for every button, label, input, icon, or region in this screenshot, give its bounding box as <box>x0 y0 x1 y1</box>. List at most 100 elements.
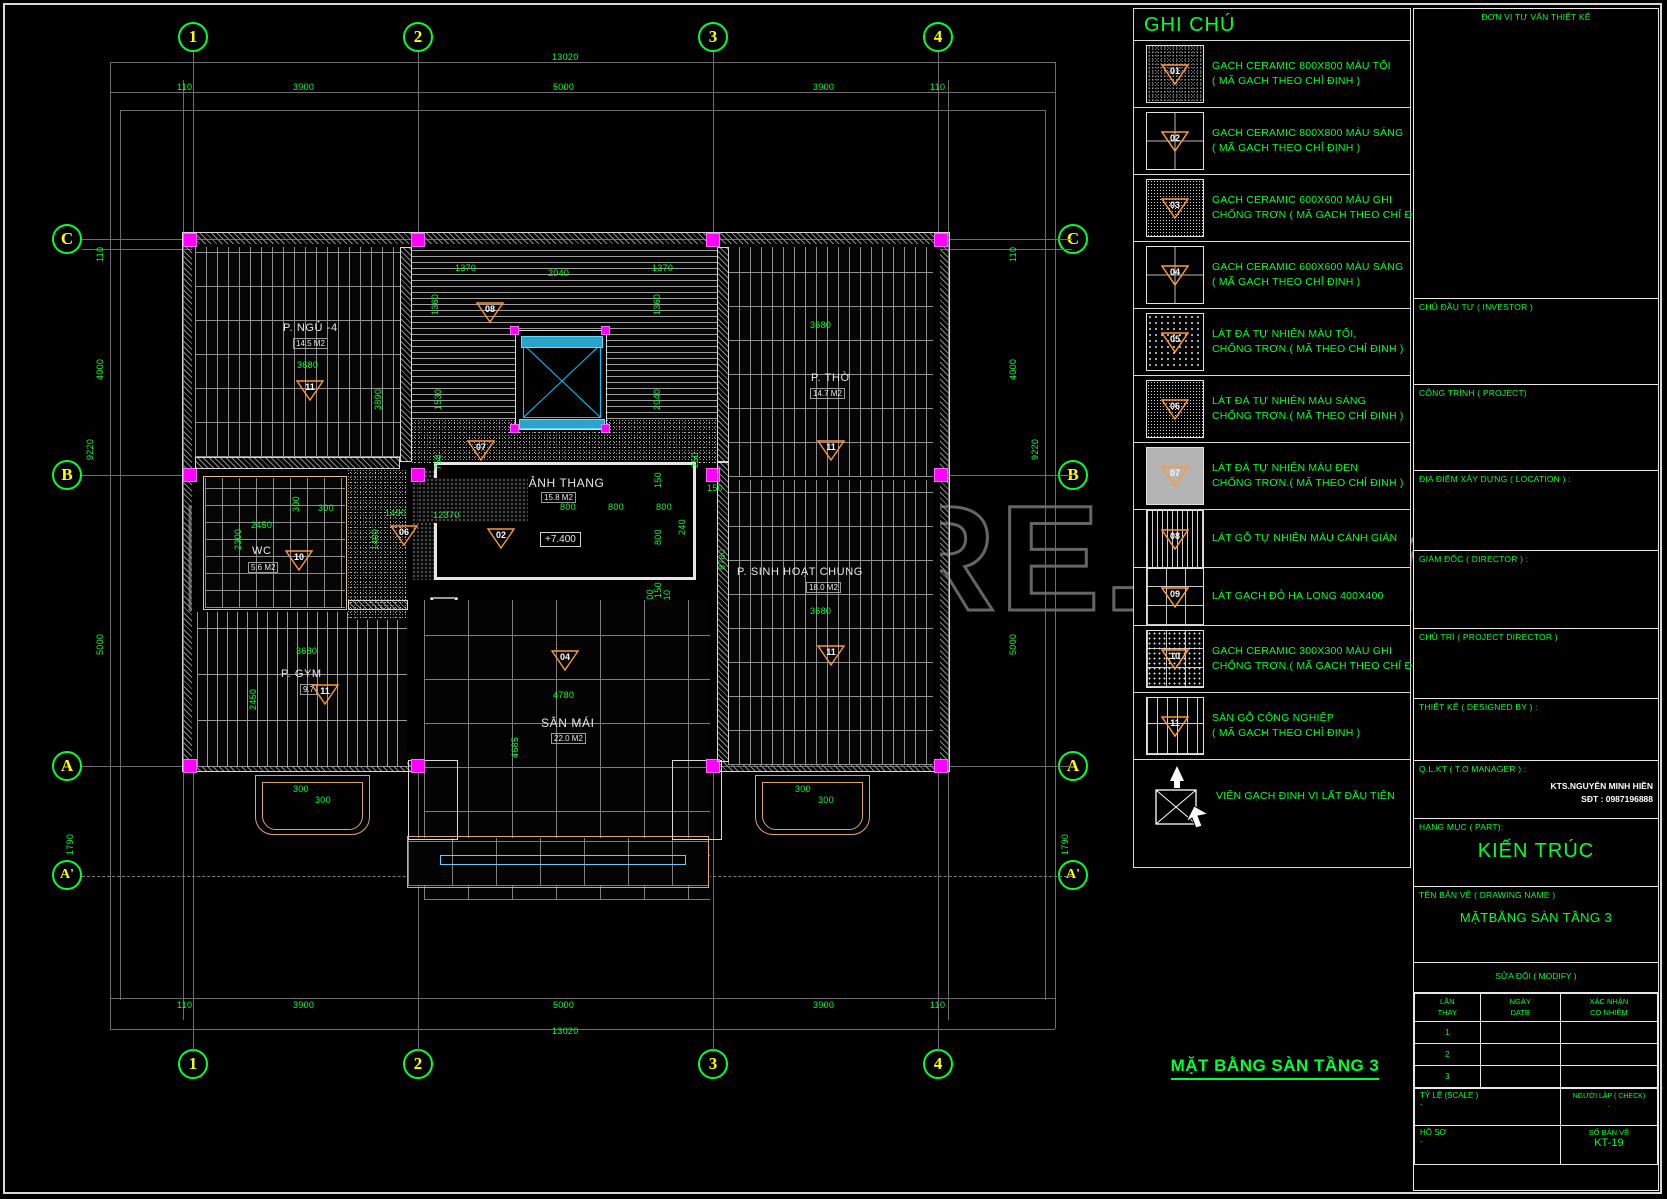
grid-bubble-top-1[interactable]: 1 <box>178 22 208 52</box>
legend-line: ( MÃ GẠCH THEO CHỈ ĐỊNH ) <box>1212 276 1361 288</box>
dim-tread-800e: 800 <box>656 502 672 512</box>
dim-bot-3900b: 3900 <box>813 1000 835 1010</box>
dim-right-4000: 4000 <box>1008 358 1018 380</box>
room-area-stair-lobby: 15.8 M2 <box>541 492 576 503</box>
room-label-altar: P. THỜ <box>811 372 851 384</box>
legend-footer-row: VIÊN GẠCH ĐỊNH VỊ LẤT ĐẦU TIÊN <box>1134 760 1410 830</box>
grid-bubble-left-C[interactable]: C <box>52 224 82 254</box>
dim-tread-150a: 150 <box>653 472 663 488</box>
grid-bubble-bottom-4[interactable]: 4 <box>923 1049 953 1079</box>
grid-bubble-left-Aprime[interactable]: A' <box>52 860 82 890</box>
tile-marker-07-corridor[interactable]: 07 <box>467 440 495 461</box>
dim-cor-2040b: 2040 <box>652 388 662 410</box>
dim-left-1790: 1790 <box>65 833 75 855</box>
tb-row-project-director: CHỦ TRÌ ( PROJECT DIRECTOR ) <box>1414 629 1658 699</box>
table-row[interactable]: 3 <box>1414 1064 1659 1088</box>
column-lift-bl <box>510 424 519 433</box>
grid-bubble-right-B[interactable]: B <box>1058 460 1088 490</box>
legend-line: LÁT ĐÁ TỰ NHIÊN MÀU ĐEN <box>1212 461 1359 474</box>
grid-bubble-top-4[interactable]: 4 <box>923 22 953 52</box>
tile-marker-06-left[interactable]: 06 <box>390 525 418 546</box>
floor-gym <box>197 612 407 767</box>
revision-confirm[interactable] <box>1559 1064 1659 1088</box>
room-area-altar: 14.7 M2 <box>810 388 845 399</box>
grid-bubble-left-B[interactable]: B <box>52 460 82 490</box>
dimline-bottom-inner <box>110 998 1055 999</box>
grid-bubble-top-2[interactable]: 2 <box>403 22 433 52</box>
wall-gym-top <box>348 600 408 610</box>
balcony-right <box>755 775 870 835</box>
revision-confirm[interactable] <box>1559 1042 1659 1066</box>
dim-cor-2040: 2040 <box>548 268 570 278</box>
tile-marker-10-wc[interactable]: 10 <box>285 550 313 571</box>
floor-altar-room <box>728 247 933 477</box>
dim-mid-240: 12370 <box>433 510 460 520</box>
column-A3 <box>706 759 720 773</box>
dim-balcony-right-300: 300 <box>818 795 834 805</box>
grid-bubble-top-3[interactable]: 3 <box>698 22 728 52</box>
tile-marker-11-living[interactable]: 11 <box>817 645 845 666</box>
revision-date[interactable] <box>1479 1042 1561 1066</box>
title-block: ĐƠN VỊ TƯ VẤN THIẾT KẾ CHỦ ĐẦU TƯ ( INVE… <box>1413 8 1659 1191</box>
column-C4 <box>934 233 948 247</box>
tile-marker-11-bedroom4[interactable]: 11 <box>296 380 324 401</box>
tb-row-part: HẠNG MỤC ( PART): KIẾN TRÚC <box>1414 819 1658 887</box>
lift-car <box>523 344 601 418</box>
legend-marker-03: 03 <box>1161 198 1189 219</box>
grid-bubble-bottom-2[interactable]: 2 <box>403 1049 433 1079</box>
dim-bot-110b: 110 <box>930 1000 946 1010</box>
dim-balcony-left-300b: 300 <box>293 784 309 794</box>
table-row[interactable]: 1 <box>1414 1020 1659 1044</box>
first-tile-symbol <box>1146 766 1210 829</box>
table-row[interactable]: 2 <box>1414 1042 1659 1066</box>
tile-marker-08-corridor[interactable]: 08 <box>476 302 504 323</box>
legend-marker-10: 10 <box>1161 649 1189 670</box>
dim-living-3680: 3680 <box>810 606 832 616</box>
tile-marker-02-lobby[interactable]: 02 <box>487 528 515 549</box>
tile-marker-11-altar[interactable]: 11 <box>817 440 845 461</box>
elevation-marker: +7.400 <box>540 532 581 547</box>
grid-bubble-left-A[interactable]: A <box>52 751 82 781</box>
revision-date[interactable] <box>1479 1064 1561 1088</box>
legend-text-11: SÀN GỖ CÔNG NGHIỆP( MÃ GẠCH THEO CHỈ ĐỊN… <box>1212 711 1360 741</box>
grid-bubble-bottom-3[interactable]: 3 <box>698 1049 728 1079</box>
grid-bubble-right-Aprime[interactable]: A' <box>1058 860 1088 890</box>
stair-bulkhead-right <box>672 760 722 840</box>
legend-marker-05: 05 <box>1161 332 1189 353</box>
legend-swatch-06: 06 <box>1146 380 1204 438</box>
revision-no: 2 <box>1414 1042 1481 1066</box>
floor-wc <box>205 478 345 608</box>
dim-tread-800c: 800 <box>560 502 576 512</box>
grid-bubble-bottom-1[interactable]: 1 <box>178 1049 208 1079</box>
revision-date[interactable] <box>1479 1020 1561 1044</box>
dim-right-5000: 5000 <box>1008 633 1018 655</box>
legend-marker-02: 02 <box>1161 131 1189 152</box>
floor-living-room <box>728 480 933 765</box>
tb-qlkt-phone: SĐT : 0987196888 <box>1581 793 1653 804</box>
dimline-top-overall <box>110 62 1055 63</box>
legend-line: GẠCH CERAMIC 300X300 MÀU GHI <box>1212 644 1393 657</box>
room-label-roof-terrace: SÂN MÁI <box>541 716 595 730</box>
tile-marker-04-terrace[interactable]: 04 <box>551 650 579 671</box>
revision-confirm[interactable] <box>1559 1020 1659 1044</box>
table-row: HỒ SƠ- SỐ BẢN VẼ KT-19 <box>1414 1124 1659 1165</box>
dim-cor-1370a: 1370 <box>455 263 477 273</box>
legend-line: ( MÃ GẠCH THEO CHỈ ĐỊNH ) <box>1212 142 1361 154</box>
column-B4 <box>934 468 948 482</box>
tile-marker-11-gym[interactable]: 11 <box>311 684 339 705</box>
legend-line: LÁT GẠCH ĐỎ HẠ LONG 400X400 <box>1212 589 1384 602</box>
